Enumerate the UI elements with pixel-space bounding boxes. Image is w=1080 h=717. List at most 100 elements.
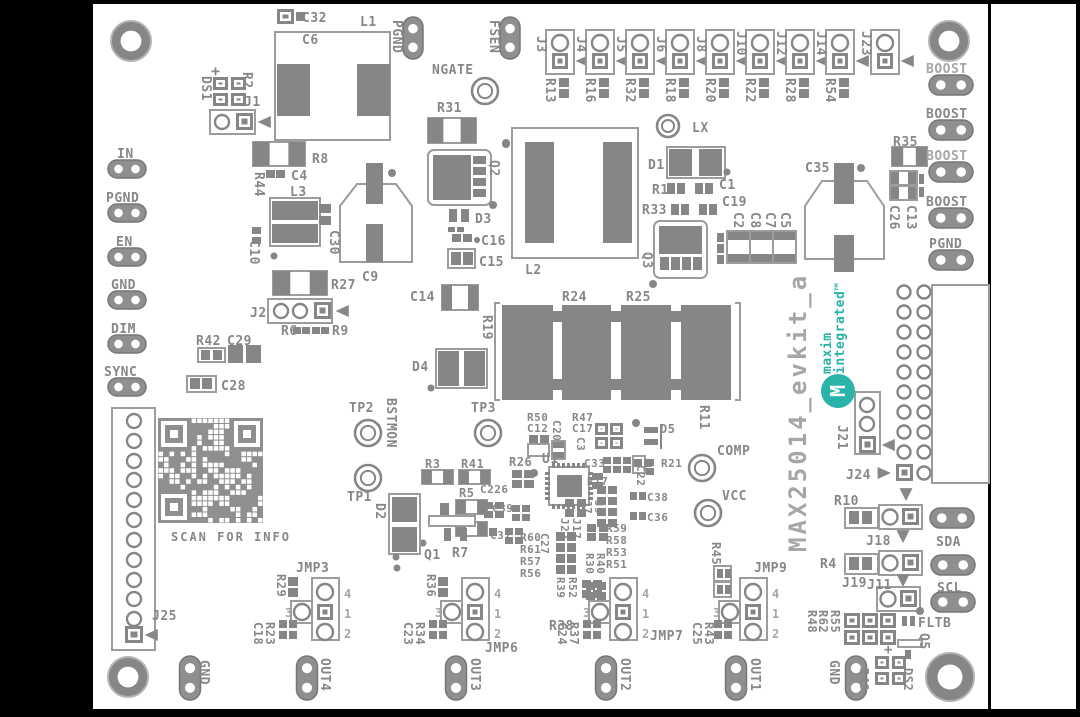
hole [590,602,610,622]
io-pad [928,207,974,229]
qr-module [191,501,197,506]
pad [705,183,713,194]
component-outline [735,302,741,401]
pad [495,502,504,509]
io-pad [296,656,318,700]
pad [644,459,652,467]
qr-module [197,418,202,424]
label-r17: R17 [587,475,608,488]
pad [440,503,449,515]
label-r28: R28 [782,78,797,103]
label-r33: R33 [642,203,667,218]
label-d5: D5 [660,422,675,436]
label-d2: D2 [372,503,387,520]
label-c24: C24 [555,622,569,645]
pad [599,78,609,87]
pad [588,472,593,475]
pad [608,519,617,527]
hole [613,622,633,642]
label-tp3: TP3 [471,401,496,416]
pad [545,482,550,485]
pad [834,163,854,204]
io-pad [408,42,418,53]
pad [587,533,596,541]
io-pad [600,682,612,693]
pin1-arrow-icon [881,439,895,451]
io-pad [107,247,147,267]
label-j23: J23 [858,31,873,56]
qr-module [219,517,224,523]
pad [202,378,212,389]
pad [557,463,560,468]
pad [277,64,310,116]
io-pad [931,555,975,575]
label-j19: J19 [842,576,867,591]
label-c32: C32 [302,11,327,26]
pad [724,631,732,639]
label-1: 1 [344,607,352,621]
qr-module [202,446,208,451]
label-integrated-: integrated™ [833,282,848,374]
pad [545,497,550,500]
pad [273,271,291,295]
label-c29: C29 [227,334,252,349]
qr-module [219,435,224,440]
qr-finder [243,430,251,438]
pad [669,149,692,176]
pad [463,234,472,242]
hole [916,304,932,320]
label-r58: R58 [606,534,627,547]
label-c17: C17 [572,422,593,435]
label-r38: R38 [549,619,574,634]
label-c15: C15 [479,255,504,270]
pad [592,482,603,489]
hole [881,508,899,526]
pad [597,519,606,527]
pad [457,227,464,232]
square-pad [615,442,618,444]
pad [671,379,681,390]
pad [289,631,297,639]
io-pad [958,560,968,570]
qr-module [213,435,219,440]
io-pad [594,655,618,701]
io-pad [928,249,974,271]
hole [125,491,143,509]
pad [190,378,200,389]
pad [252,227,261,234]
io-pad [131,252,140,262]
qr-module [219,495,224,501]
qr-module [235,468,241,473]
label-r32: R32 [622,78,637,103]
pad [719,78,729,87]
pad [559,89,569,98]
label-c36: C36 [647,511,668,524]
pad [681,204,689,215]
qr-module [257,495,263,501]
io-pad [600,663,612,674]
io-pad [500,17,520,59]
qr-module [202,506,208,512]
pad [459,470,469,484]
label-ngate: NGATE [432,63,474,78]
qr-module [180,451,186,457]
label-r55: R55 [828,610,842,633]
pad [728,232,749,240]
qr-module [186,479,191,484]
qr-module [235,512,241,517]
pad [296,12,305,21]
label-r31: R31 [437,101,462,116]
pad [714,631,722,639]
qr-module [164,457,169,462]
pad [540,435,549,443]
pad [611,311,621,322]
io-pad [301,682,313,693]
pad [719,89,729,98]
pad [891,187,899,199]
pad [725,585,731,594]
hole [916,364,932,380]
io-pad [929,120,973,140]
pad [460,118,476,143]
io-pad [956,167,966,177]
pad [592,473,603,480]
